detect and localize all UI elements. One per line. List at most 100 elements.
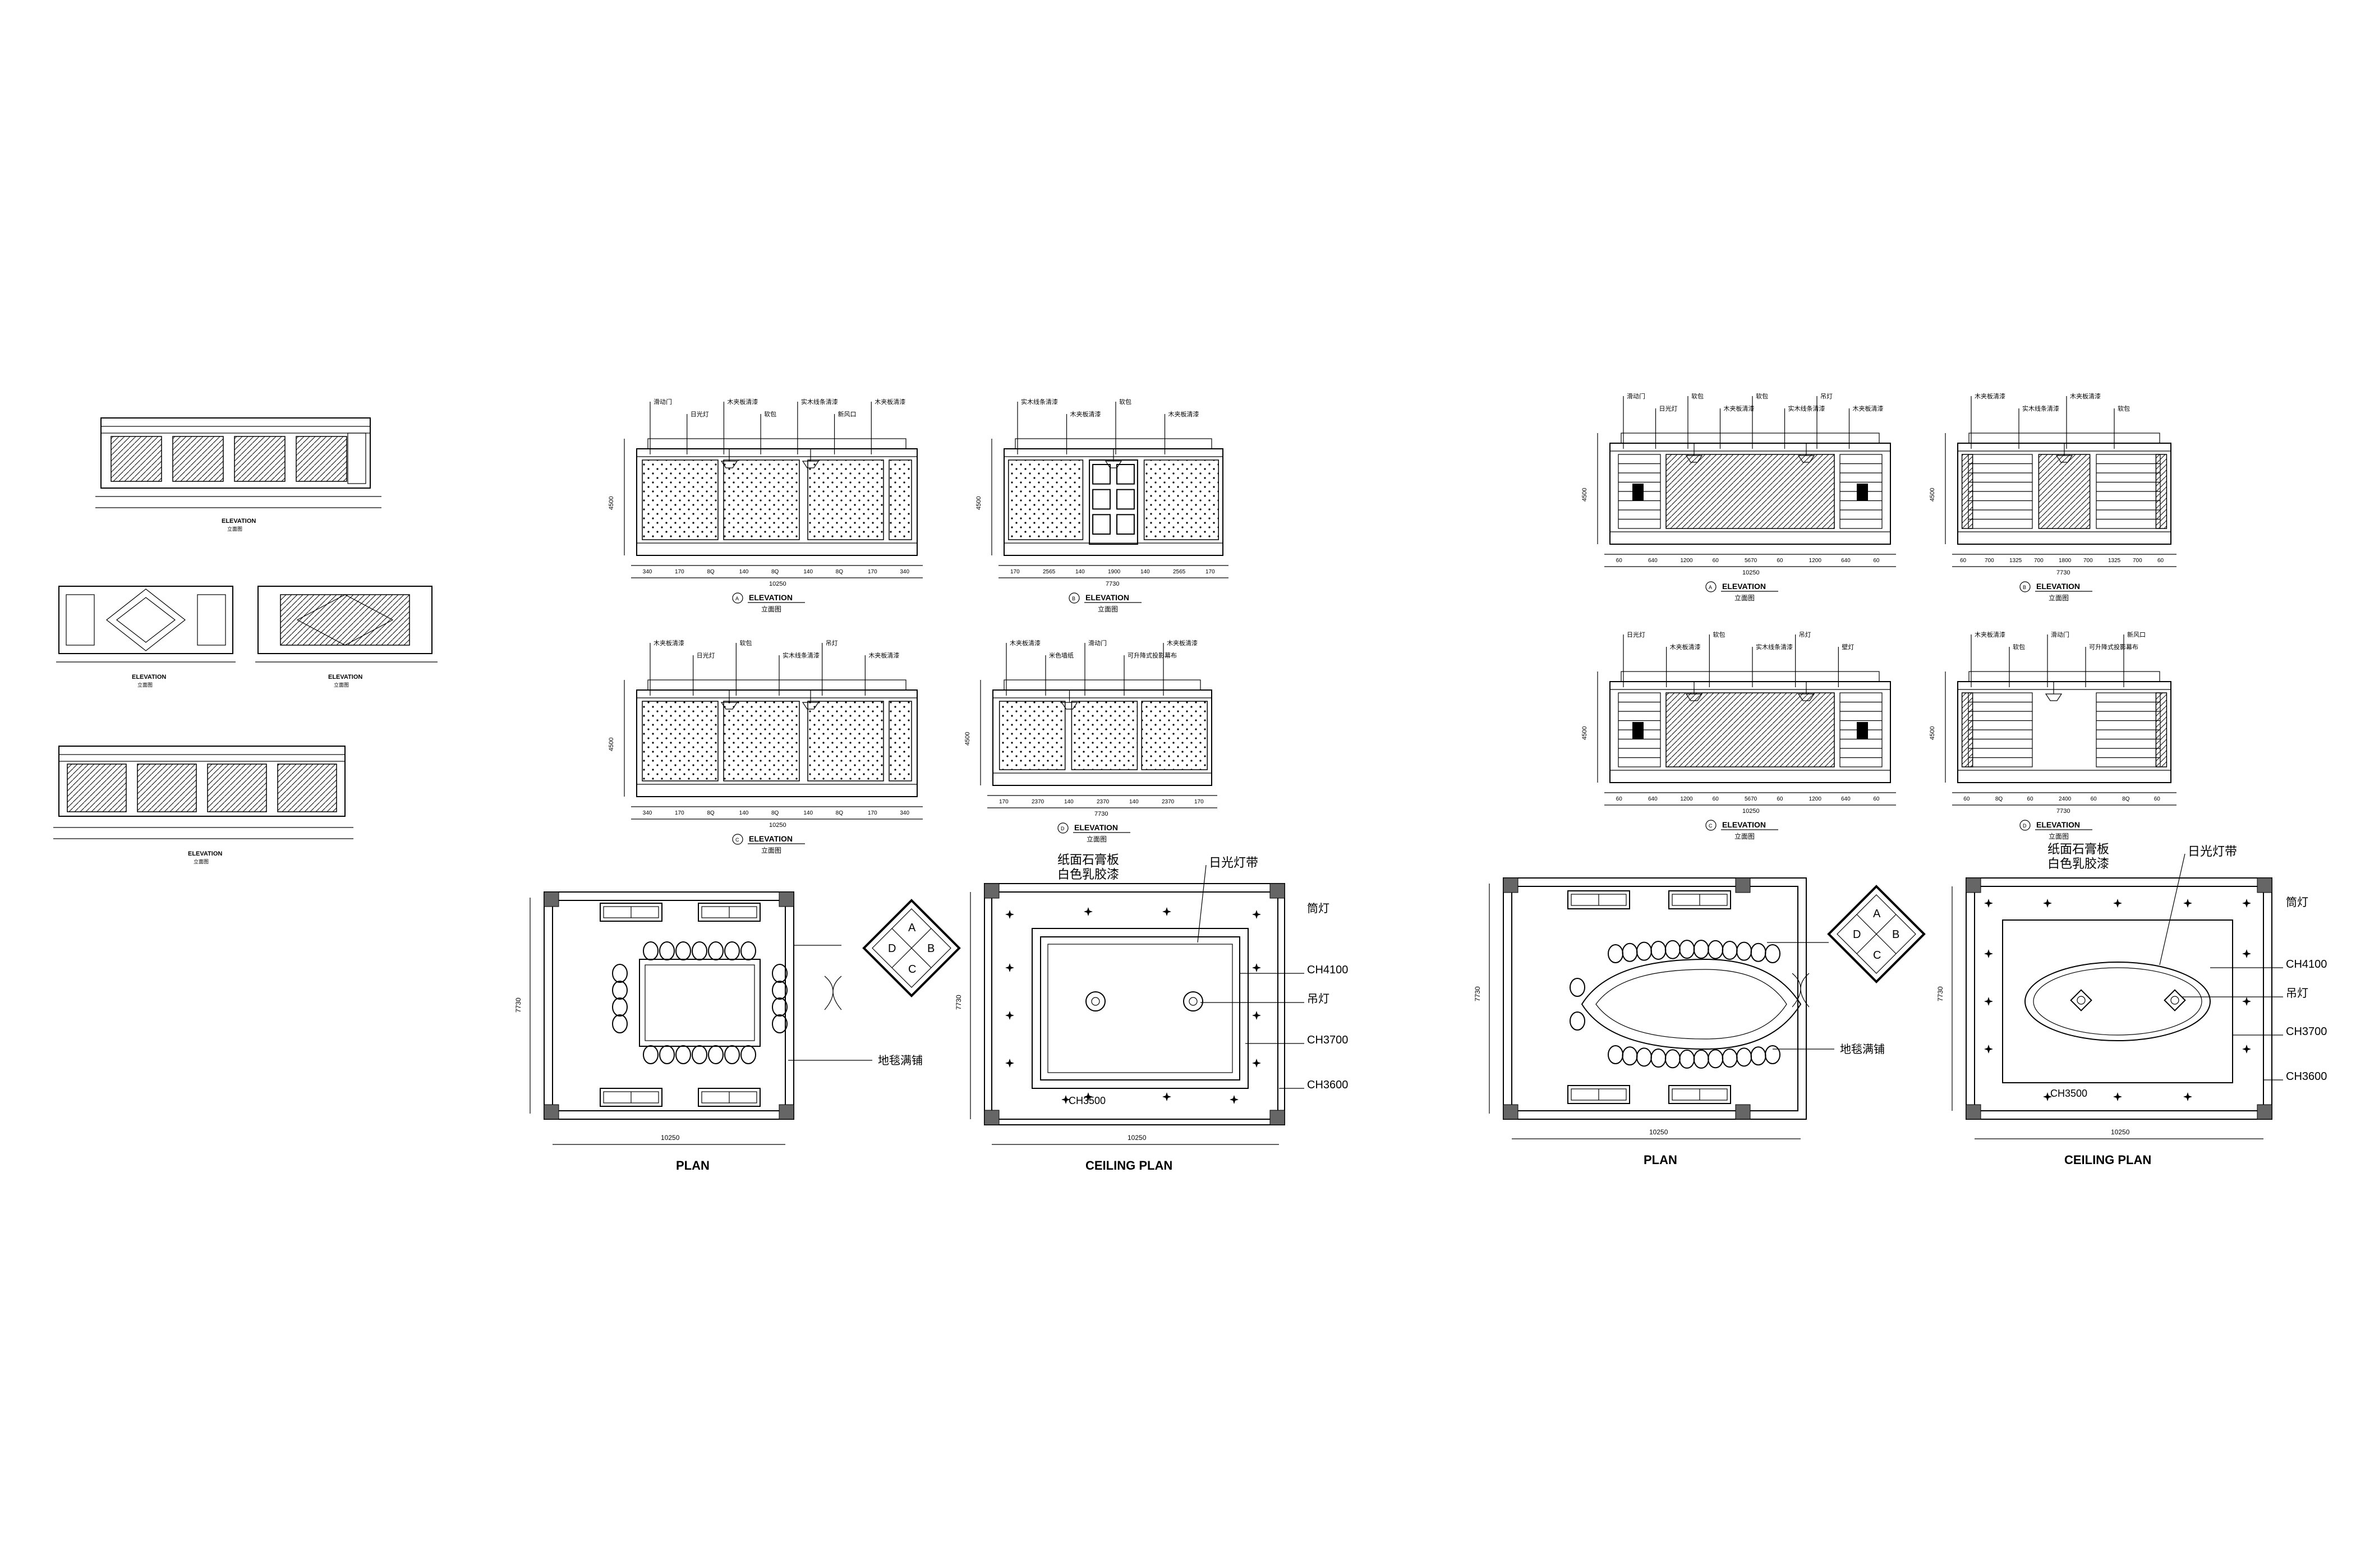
elevation-subtitle: 立面图	[2049, 832, 2069, 840]
ceiling-right-ch3600: CH3600	[2286, 1070, 2327, 1083]
material-note: 软包	[2013, 643, 2025, 651]
dim-value: 8Q	[2122, 796, 2130, 802]
material-note: 滑动门	[654, 398, 672, 406]
material-note: 软包	[1713, 631, 1725, 638]
chair	[772, 997, 788, 1017]
small-elevation-2-title: ELEVATION	[132, 674, 166, 680]
wall-outline	[636, 448, 918, 556]
plan-left: 地毯满铺 10250 7730 PLAN	[514, 891, 923, 1172]
material-note: 日光灯	[697, 651, 715, 659]
chair	[1622, 942, 1638, 962]
wall-panel	[998, 701, 1066, 770]
elevation-marker	[732, 834, 743, 845]
material-note: 木夹板清漆	[1670, 643, 1701, 651]
dim-total: 7730	[1106, 581, 1119, 587]
wall-panel	[1143, 459, 1219, 540]
downlight-icon	[1252, 963, 1261, 972]
chair	[1679, 1049, 1695, 1069]
downlight-icon	[2242, 899, 2251, 908]
elevation-title: ELEVATION	[2036, 820, 2080, 829]
cornice	[1004, 679, 1201, 691]
panel-hatched	[67, 764, 127, 812]
dim-value: 170	[1010, 569, 1020, 575]
chair	[659, 1045, 675, 1064]
compass-inner	[1837, 894, 1916, 974]
small-elevation-2: ELEVATION 立面图	[56, 586, 236, 688]
elevation-marker	[1069, 592, 1080, 604]
pendant-lamp	[1061, 702, 1078, 710]
ceiling-right-ch3500: CH3500	[2050, 1088, 2087, 1099]
height-dim: 4500	[1581, 488, 1588, 502]
dim-value: 170	[868, 569, 877, 575]
chair	[772, 964, 788, 983]
elevation-subtitle: 立面图	[1734, 832, 1755, 840]
material-note: 可升降式投影幕布	[2089, 643, 2138, 651]
downlight-icon	[2183, 899, 2192, 908]
material-note: 木夹板清漆	[1975, 631, 2005, 638]
chair	[1664, 1049, 1681, 1069]
cornice	[647, 679, 906, 691]
pendant-lamp	[2045, 693, 2063, 701]
wall-sconce	[1857, 722, 1868, 739]
chair	[675, 1045, 691, 1064]
downlight-icon	[1005, 963, 1014, 972]
wall-panel	[1071, 701, 1138, 770]
elevation-title: ELEVATION	[749, 593, 793, 602]
height-dim: 4500	[975, 496, 982, 510]
dim-value: 140	[1064, 799, 1074, 805]
elevation-marker	[1705, 820, 1717, 831]
downlight-icon	[1005, 910, 1014, 919]
elevation-title: ELEVATION	[1722, 820, 1766, 829]
sofa	[1668, 890, 1731, 909]
ceiling-left-title: CEILING PLAN	[1085, 1158, 1172, 1172]
material-note: 木夹板清漆	[1010, 639, 1041, 647]
material-note: 木夹板清漆	[868, 651, 899, 659]
wall-sconce	[1632, 484, 1644, 500]
chair	[1608, 1045, 1623, 1064]
material-note: 软包	[739, 639, 752, 647]
downlight-icon	[2183, 1092, 2192, 1101]
door-panel	[1116, 464, 1135, 485]
small-elevation-3-title: ELEVATION	[328, 674, 362, 680]
chair	[1636, 1047, 1652, 1067]
dim-value: 5670	[1745, 558, 1757, 564]
door-panel	[1092, 464, 1111, 485]
chair	[659, 941, 675, 960]
ceiling-left-ch3500: CH3500	[1069, 1095, 1106, 1106]
pendant-lamp	[2055, 455, 2073, 463]
material-note: 实木线条清漆	[1756, 643, 1793, 651]
dim-value: 8Q	[771, 569, 779, 575]
dim-value: 60	[1963, 796, 1970, 802]
material-note: 木夹板清漆	[1070, 410, 1101, 418]
elevation-marker	[732, 592, 743, 604]
compass-letter: C	[1873, 949, 1881, 962]
elevation-subtitle: 立面图	[1087, 835, 1107, 843]
compass-inner	[872, 908, 951, 988]
ceiling-left: 纸面石膏板 白色乳胶漆 日光灯带 筒灯 CH4100 吊灯 CH3700 CH3…	[955, 853, 1348, 1172]
textured-panel	[1665, 692, 1835, 767]
elevation-marker	[1057, 822, 1069, 834]
small-elevation-4-title: ELEVATION	[188, 850, 222, 857]
chair	[692, 941, 707, 960]
chair	[1650, 940, 1667, 960]
wall-panel	[807, 459, 884, 540]
door-panel	[1116, 514, 1135, 535]
compass-letter: A	[1873, 908, 1881, 920]
elevation-marker-letter: C	[1709, 823, 1713, 829]
material-note: 米色墙纸	[1049, 651, 1074, 659]
downlight-icon	[2043, 1092, 2052, 1101]
textured-panel	[2155, 692, 2168, 767]
ceiling-right-gypsum: 纸面石膏板	[2047, 842, 2109, 856]
ceiling-right-ch3700: CH3700	[2286, 1026, 2327, 1038]
ceiling-right: 纸面石膏板 白色乳胶漆 日光灯带 筒灯 CH4100 吊灯 CH3700 CH3…	[1936, 842, 2327, 1167]
elevation-title: ELEVATION	[2036, 582, 2080, 591]
dim-value: 170	[1205, 569, 1215, 575]
compass-diag	[891, 928, 932, 968]
cornice	[1968, 433, 2160, 444]
dim-value: 5670	[1745, 796, 1757, 802]
dim-value: 2370	[1097, 799, 1110, 805]
chair	[740, 1045, 756, 1064]
elevation-marker-letter: B	[1072, 596, 1075, 601]
